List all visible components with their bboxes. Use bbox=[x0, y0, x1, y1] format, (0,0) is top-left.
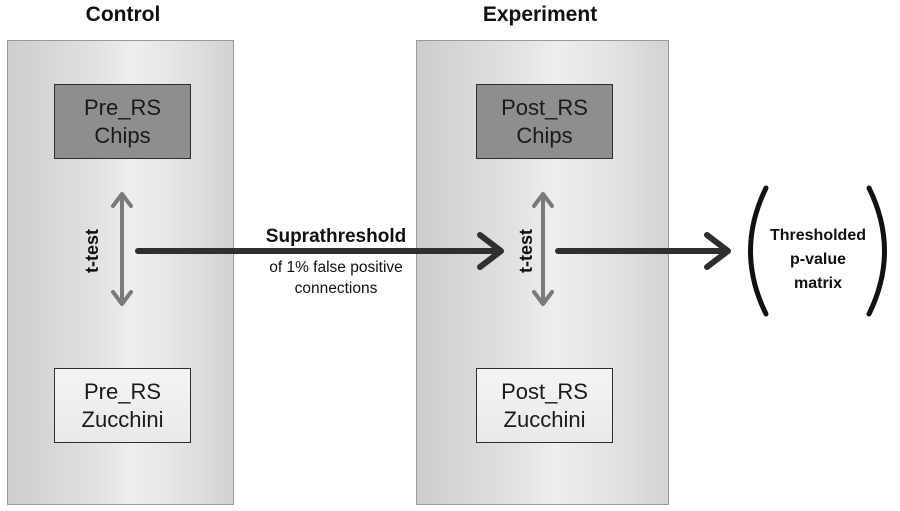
experiment-title: Experiment bbox=[482, 3, 598, 26]
control-ttest-label: t-test bbox=[82, 229, 102, 273]
left-parenthesis bbox=[748, 185, 769, 317]
pre-rs-zucchini-box: Pre_RS Zucchini bbox=[54, 368, 191, 443]
suprathreshold-label: Suprathreshold bbox=[265, 226, 407, 247]
post-rs-chips-line2: Chips bbox=[516, 122, 573, 148]
result-line1: Thresholded bbox=[769, 227, 866, 244]
thresholded-matrix-label: Thresholded p-value matrix bbox=[758, 224, 878, 296]
pre-rs-chips-line2: Chips bbox=[94, 122, 151, 148]
post-rs-zucchini-box: Post_RS Zucchini bbox=[476, 368, 613, 443]
experiment-ttest-label: t-test bbox=[516, 229, 536, 273]
result-line2: p-value bbox=[789, 251, 846, 268]
post-rs-zucchini-line2: Zucchini bbox=[503, 406, 586, 432]
result-arrow bbox=[555, 232, 731, 270]
pre-rs-chips-box: Pre_RS Chips bbox=[54, 84, 191, 159]
experiment-panel: Post_RS Chips Post_RS Zucchini bbox=[416, 40, 669, 505]
suprathreshold-arrow bbox=[135, 232, 504, 270]
false-positive-label: of 1% false positive bbox=[269, 259, 403, 276]
control-double-arrow bbox=[111, 192, 133, 306]
post-rs-chips-box: Post_RS Chips bbox=[476, 84, 613, 159]
experiment-double-arrow bbox=[532, 192, 554, 306]
result-line3: matrix bbox=[793, 275, 843, 292]
post-rs-chips-line1: Post_RS bbox=[501, 94, 588, 120]
pre-rs-zucchini-line2: Zucchini bbox=[81, 406, 164, 432]
control-title: Control bbox=[85, 3, 161, 26]
pre-rs-zucchini-line1: Pre_RS bbox=[83, 378, 162, 404]
control-panel: Pre_RS Chips Pre_RS Zucchini bbox=[7, 40, 234, 505]
connections-label: connections bbox=[294, 280, 378, 297]
pre-rs-chips-line1: Pre_RS bbox=[83, 94, 162, 120]
post-rs-zucchini-line1: Post_RS bbox=[501, 378, 588, 404]
right-parenthesis bbox=[866, 185, 887, 317]
